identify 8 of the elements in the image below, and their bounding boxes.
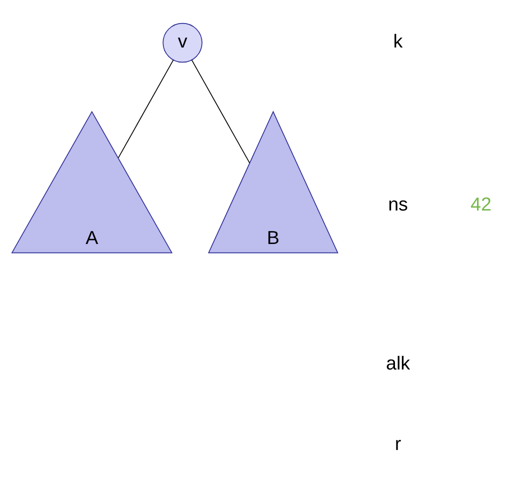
label: k <box>393 30 403 52</box>
label: ns <box>388 194 408 215</box>
node-circle: v <box>162 22 202 63</box>
label: r <box>394 432 402 454</box>
connector <box>191 60 250 164</box>
label: alk <box>386 352 410 374</box>
label: 42 <box>470 194 492 215</box>
connector <box>118 60 174 158</box>
